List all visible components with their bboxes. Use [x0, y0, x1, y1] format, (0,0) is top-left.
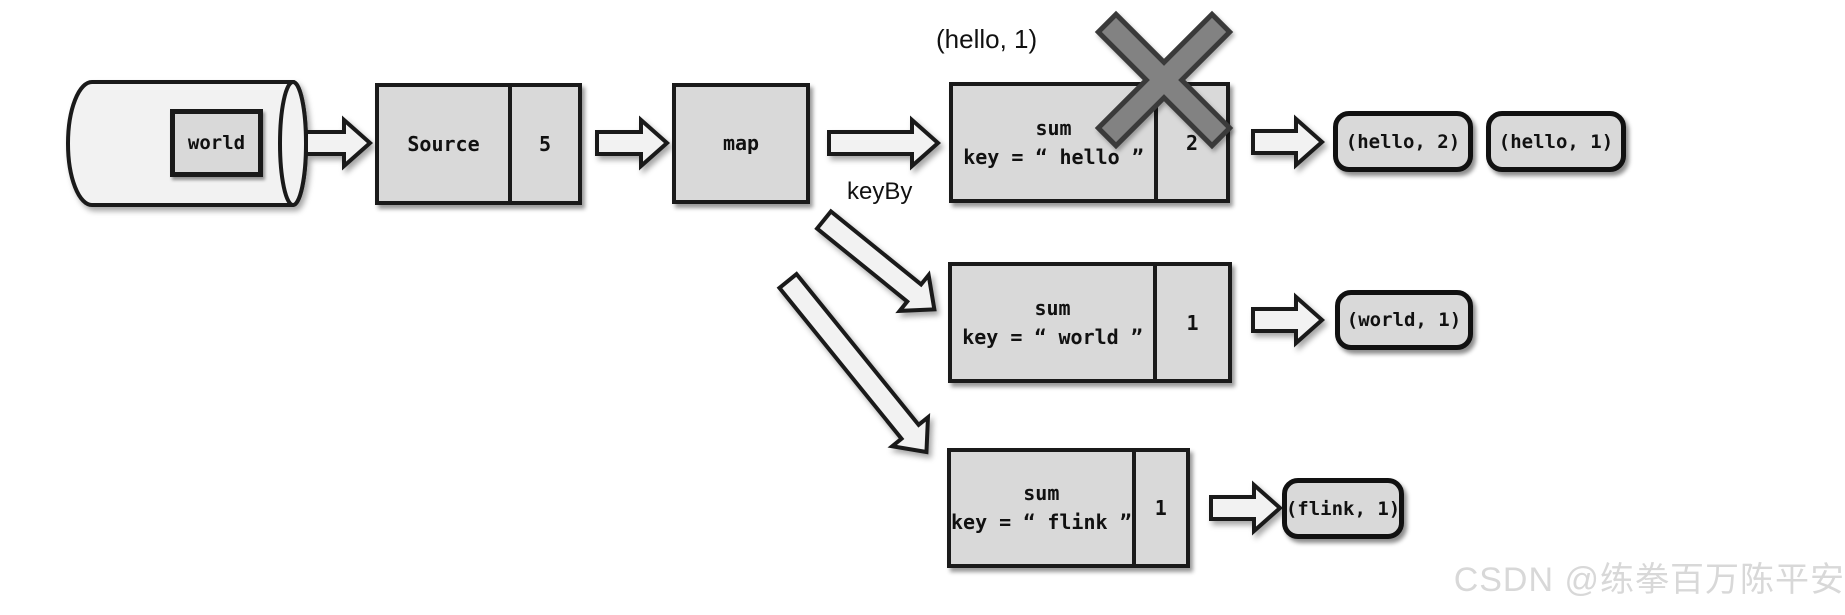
arrow-right-icon: [595, 115, 671, 171]
sum-task-flink-label: sum key = “ flink ”: [951, 452, 1132, 564]
arrow-diagonal-icon: [814, 208, 937, 314]
sum-task-world-state: 1: [1153, 266, 1228, 379]
arrow-right-icon: [1251, 114, 1326, 170]
map-operator-label: map: [722, 131, 760, 155]
sum-task-world-label: sum key = “ world ”: [952, 266, 1153, 379]
output-record-hello-2: (hello, 2): [1333, 111, 1473, 172]
arrow-right-icon: [827, 115, 942, 171]
map-operator: map: [672, 83, 810, 204]
op-name: sum: [1035, 115, 1072, 140]
arrow-right-icon: [304, 115, 374, 171]
arrow-diagonal-icon: [776, 271, 931, 455]
op-name: sum: [1023, 481, 1060, 505]
op-key: key = “ flink ”: [951, 510, 1132, 534]
cylinder-cap: [278, 80, 308, 207]
op-name: sum: [1034, 295, 1071, 320]
sum-task-hello-label: sum key = “ hello ”: [953, 86, 1154, 199]
output-record-hello-1: (hello, 1): [1486, 111, 1626, 172]
sum-task-world: sum key = “ world ” 1: [948, 262, 1232, 383]
source-operator-state: 5: [508, 87, 578, 201]
arrow-right-icon: [1251, 292, 1326, 348]
output-record-flink-1: (flink, 1): [1282, 478, 1404, 539]
sum-task-hello: sum key = “ hello ” 2: [949, 82, 1230, 203]
arrow-right-icon: [1209, 480, 1284, 536]
op-key: key = “ hello ”: [963, 144, 1144, 169]
keyby-label: keyBy: [847, 178, 913, 205]
csdn-watermark: CSDN @练拳百万陈平安: [1453, 561, 1845, 599]
sum-task-hello-state: 2: [1154, 86, 1226, 199]
output-record-world-1: (world, 1): [1335, 290, 1473, 350]
source-operator: Source 5: [375, 83, 582, 205]
source-record: world: [170, 109, 263, 177]
sum-task-flink: sum key = “ flink ” 1: [947, 448, 1190, 568]
failed-record-label: (hello, 1): [936, 24, 1038, 54]
source-operator-label: Source: [407, 131, 480, 156]
sum-task-flink-state: 1: [1131, 452, 1186, 564]
op-key: key = “ world ”: [962, 324, 1143, 349]
